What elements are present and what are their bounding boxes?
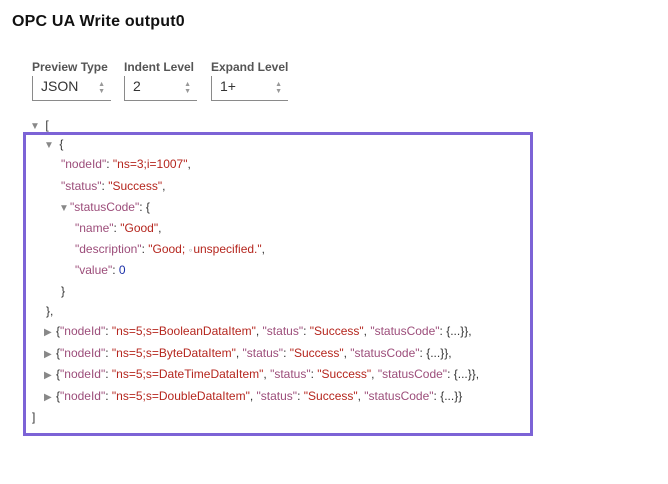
tree-root-close: ] <box>32 410 36 424</box>
status-line: "status": "Success", <box>61 179 166 193</box>
preview-type-control: Preview Type JSON ▲▼ <box>32 60 111 101</box>
collapsed-item[interactable]: ▶{"nodeId": "ns=5;s=BooleanDataItem", "s… <box>44 324 472 338</box>
caret-down-icon[interactable]: ▼ <box>44 140 54 151</box>
caret-right-icon[interactable]: ▶ <box>44 327 52 338</box>
description-line: "description": "Good; ∘unspecified.", <box>75 242 265 256</box>
preview-type-select[interactable]: JSON ▲▼ <box>32 76 111 101</box>
preview-type-label: Preview Type <box>32 60 108 74</box>
stepper-arrows-icon[interactable]: ▲▼ <box>275 81 282 95</box>
indent-level-label: Indent Level <box>124 60 195 74</box>
item-close: }, <box>46 304 54 318</box>
indent-level-value: 2 <box>133 78 141 94</box>
selected-item-highlight <box>23 132 533 436</box>
collapsed-item[interactable]: ▶{"nodeId": "ns=5;s=DateTimeDataItem", "… <box>44 367 480 381</box>
expand-level-label: Expand Level <box>211 60 289 74</box>
collapsed-item[interactable]: ▶{"nodeId": "ns=5;s=DoubleDataItem", "st… <box>44 389 463 403</box>
indent-level-select[interactable]: 2 ▲▼ <box>124 76 197 101</box>
indent-level-control: Indent Level 2 ▲▼ <box>124 60 197 101</box>
caret-right-icon[interactable]: ▶ <box>44 392 52 403</box>
tree-item-open-line: ▼ { <box>44 137 64 151</box>
tree-root-line: ▼ [ <box>30 118 49 132</box>
preview-type-value: JSON <box>41 78 79 94</box>
caret-down-icon[interactable]: ▼ <box>30 121 40 132</box>
caret-right-icon[interactable]: ▶ <box>44 370 52 381</box>
nodeid-line: "nodeId": "ns=3;i=1007", <box>61 157 191 171</box>
expand-level-select[interactable]: 1+ ▲▼ <box>211 76 288 101</box>
stepper-arrows-icon[interactable]: ▲▼ <box>98 81 105 95</box>
caret-right-icon[interactable]: ▶ <box>44 349 52 360</box>
caret-down-icon[interactable]: ▼ <box>59 203 69 214</box>
name-line: "name": "Good", <box>75 221 162 235</box>
statuscode-close: } <box>61 284 66 298</box>
expand-level-control: Expand Level 1+ ▲▼ <box>211 60 289 101</box>
value-line: "value": 0 <box>75 263 126 277</box>
collapsed-item[interactable]: ▶{"nodeId": "ns=5;s=ByteDataItem", "stat… <box>44 346 452 360</box>
stepper-arrows-icon[interactable]: ▲▼ <box>184 81 191 95</box>
expand-level-value: 1+ <box>220 78 236 94</box>
page-title: OPC UA Write output0 <box>12 13 185 30</box>
whitespace-dot-icon: ∘ <box>185 245 194 255</box>
statuscode-line: ▼"statusCode": { <box>59 200 150 214</box>
